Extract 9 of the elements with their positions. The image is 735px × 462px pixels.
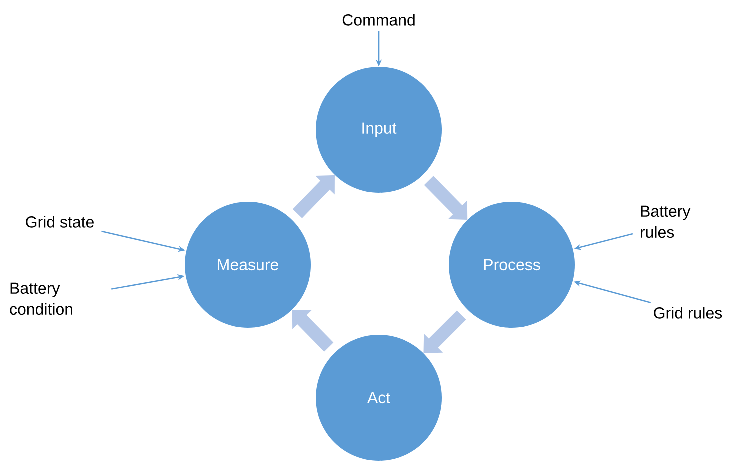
block-arrow	[292, 175, 335, 218]
input-label: Battery condition	[10, 282, 72, 316]
block-arrow	[424, 176, 468, 220]
input-label: Grid rules	[654, 307, 722, 319]
block-arrow	[424, 310, 466, 354]
input-label: Command	[342, 14, 415, 26]
input-label: Battery rules	[641, 206, 691, 238]
block-arrow	[292, 310, 334, 352]
input-label: Grid state	[26, 216, 94, 228]
